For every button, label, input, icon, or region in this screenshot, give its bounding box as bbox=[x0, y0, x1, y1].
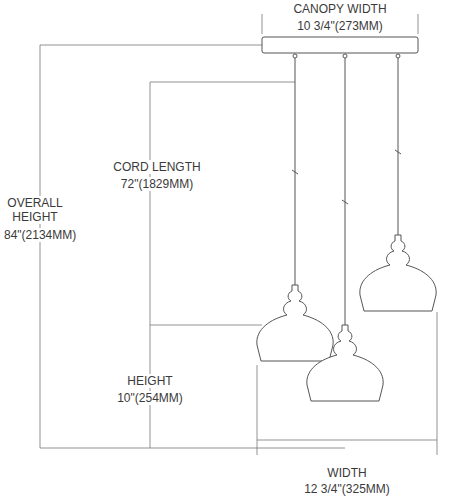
dimension-label: 72"(1829MM) bbox=[119, 177, 195, 191]
dimension-label: 10 3/4"(273MM) bbox=[295, 19, 385, 33]
canopy bbox=[262, 37, 418, 58]
dimension-label: WIDTH bbox=[325, 466, 368, 480]
dimension-label: 10"(254MM) bbox=[115, 391, 185, 405]
dimension-label: CANOPY WIDTH bbox=[291, 2, 388, 16]
dimension-label: 12 3/4"(325MM) bbox=[302, 482, 392, 496]
dimension-lines bbox=[40, 14, 437, 455]
dimension-label: HEIGHT bbox=[125, 374, 174, 388]
dimension-label: OVERALL HEIGHT bbox=[2, 196, 68, 224]
dimension-label: CORD LENGTH bbox=[111, 160, 202, 174]
glass-shades bbox=[257, 235, 436, 401]
dimension-label: 84"(2134MM) bbox=[2, 228, 78, 242]
